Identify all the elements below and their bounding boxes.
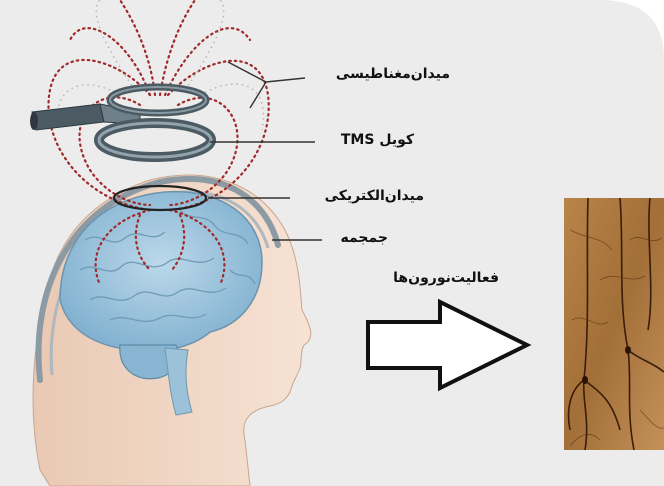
neuron-tissue-image (564, 198, 664, 450)
magnetic-field-label: میدان‌مغناطیسی (336, 66, 450, 82)
neuron-activity-label: فعالیت‌نورون‌ها (393, 270, 499, 286)
skull-label: جمجمه (341, 230, 388, 246)
tms-coil-label: کویل TMS (341, 132, 414, 148)
electric-field-label: میدان‌الکتریکی (325, 188, 424, 204)
